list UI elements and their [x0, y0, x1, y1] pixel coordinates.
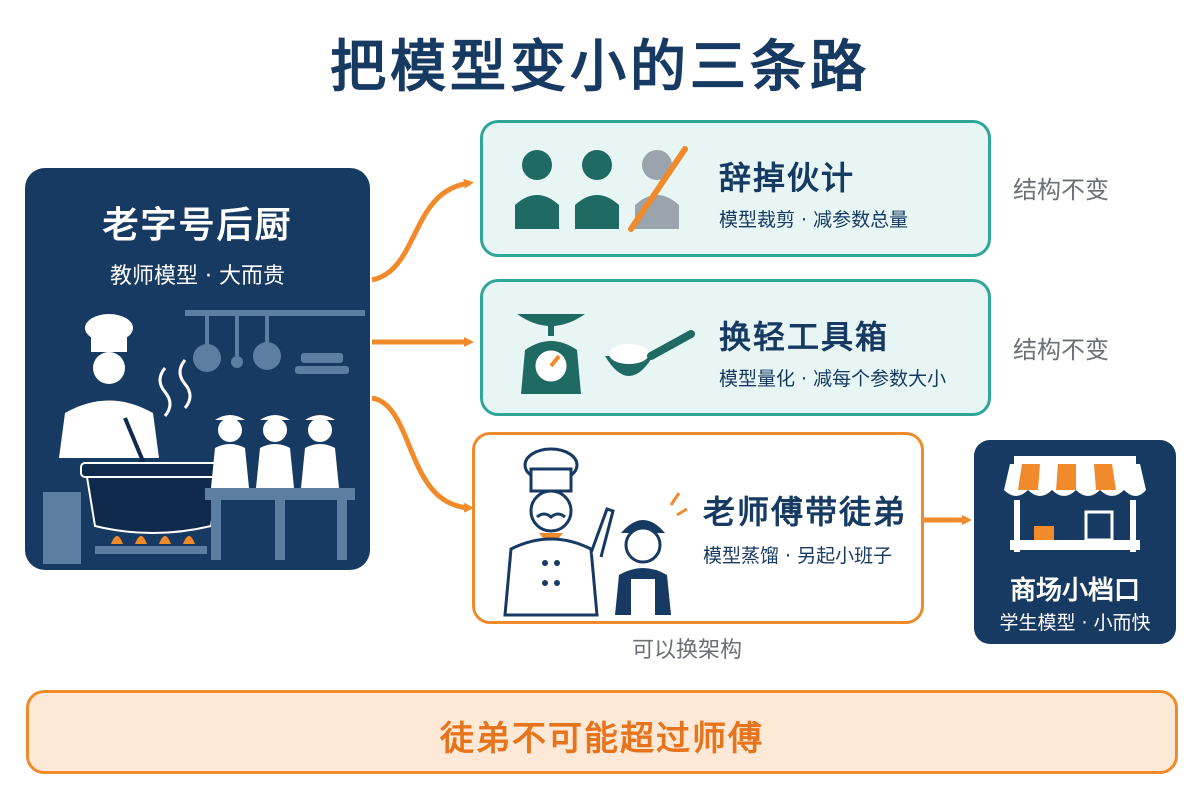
path-1-title: 辞掉伙计: [719, 159, 856, 197]
people-icon: [515, 146, 688, 232]
path-2-subtitle: 模型量化 · 减每个参数大小: [719, 368, 947, 390]
conclusion-banner: 徒弟不可能超过师傅: [26, 690, 1178, 774]
result-card: 商场小档口 学生模型 · 小而快: [974, 440, 1176, 644]
chef-apprentice-icon: [503, 447, 688, 617]
source-subtitle: 教师模型 · 大而贵: [110, 264, 285, 289]
scale-icon: [517, 314, 695, 394]
path-card-pruning: 辞掉伙计 模型裁剪 · 减参数总量: [480, 120, 991, 257]
stall-icon: [1004, 456, 1146, 552]
page-title: 把模型变小的三条路: [330, 35, 870, 100]
source-card: 老字号后厨 教师模型 · 大而贵: [25, 168, 370, 570]
path-3-title: 老师傅带徒弟: [703, 493, 908, 531]
path-3-note: 可以换架构: [632, 638, 743, 663]
path-2-note: 结构不变: [1013, 336, 1109, 364]
kitchen-illustration-icon: [43, 310, 365, 564]
result-title: 商场小档口: [1009, 576, 1140, 606]
path-card-distillation: 老师傅带徒弟 模型蒸馏 · 另起小班子: [472, 432, 924, 624]
path-1-note: 结构不变: [1013, 176, 1109, 204]
arrow-to-path-1: [371, 178, 474, 283]
source-title: 老字号后厨: [102, 205, 293, 246]
path-1-subtitle: 模型裁剪 · 减参数总量: [719, 209, 909, 231]
path-2-title: 换轻工具箱: [719, 318, 890, 356]
arrow-to-path-3: [371, 395, 474, 513]
path-card-quantization: 换轻工具箱 模型量化 · 减每个参数大小: [480, 279, 991, 416]
conclusion-text: 徒弟不可能超过师傅: [440, 719, 764, 759]
result-subtitle: 学生模型 · 小而快: [999, 612, 1151, 634]
path-3-subtitle: 模型蒸馏 · 另起小班子: [703, 545, 893, 567]
